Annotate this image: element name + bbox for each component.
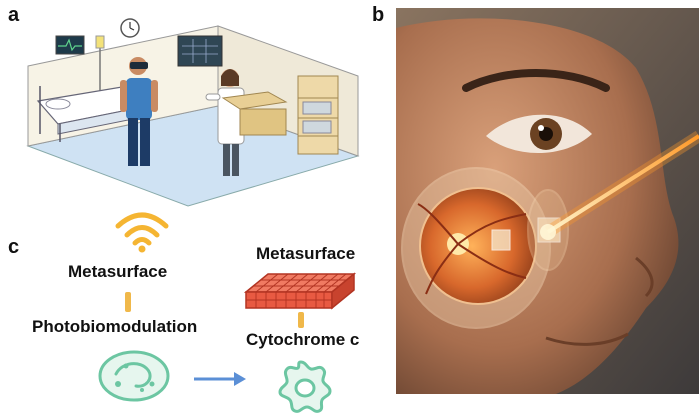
- panel-letter-c: c: [8, 236, 20, 258]
- right-metasurface-label: Metasurface: [256, 244, 356, 263]
- wifi-signal-icon: [115, 212, 169, 253]
- retina-disc-icon: [401, 167, 551, 329]
- laser-beam: [540, 130, 699, 240]
- photobiomodulation-label: Photobiomodulation: [32, 317, 198, 336]
- wall-clock-icon: [120, 18, 140, 38]
- panel-letter-a: a: [8, 4, 20, 26]
- left-metasurface-label: Metasurface: [68, 262, 168, 281]
- panel-letter-b: b: [372, 4, 385, 26]
- cell-icon: [98, 350, 170, 402]
- metasurface-grid-icon: [244, 272, 356, 310]
- patient-vr-figure: [120, 57, 158, 166]
- desk-icon: [221, 91, 288, 136]
- right-connector-line: [298, 312, 304, 328]
- hospital-room-illustration: [26, 18, 360, 207]
- eye-icon: [486, 114, 592, 154]
- wall-chart-icon: [177, 35, 223, 67]
- cytochrome-c-protein-icon: [278, 360, 332, 413]
- eye-laser-illustration: [396, 8, 699, 394]
- heart-monitor-icon: [55, 35, 85, 55]
- cabinet-shelf-icon: [297, 75, 339, 155]
- cytochrome-c-label: Cytochrome c: [246, 330, 360, 349]
- right-arrow-icon: [194, 372, 246, 386]
- left-connector-line: [125, 292, 131, 312]
